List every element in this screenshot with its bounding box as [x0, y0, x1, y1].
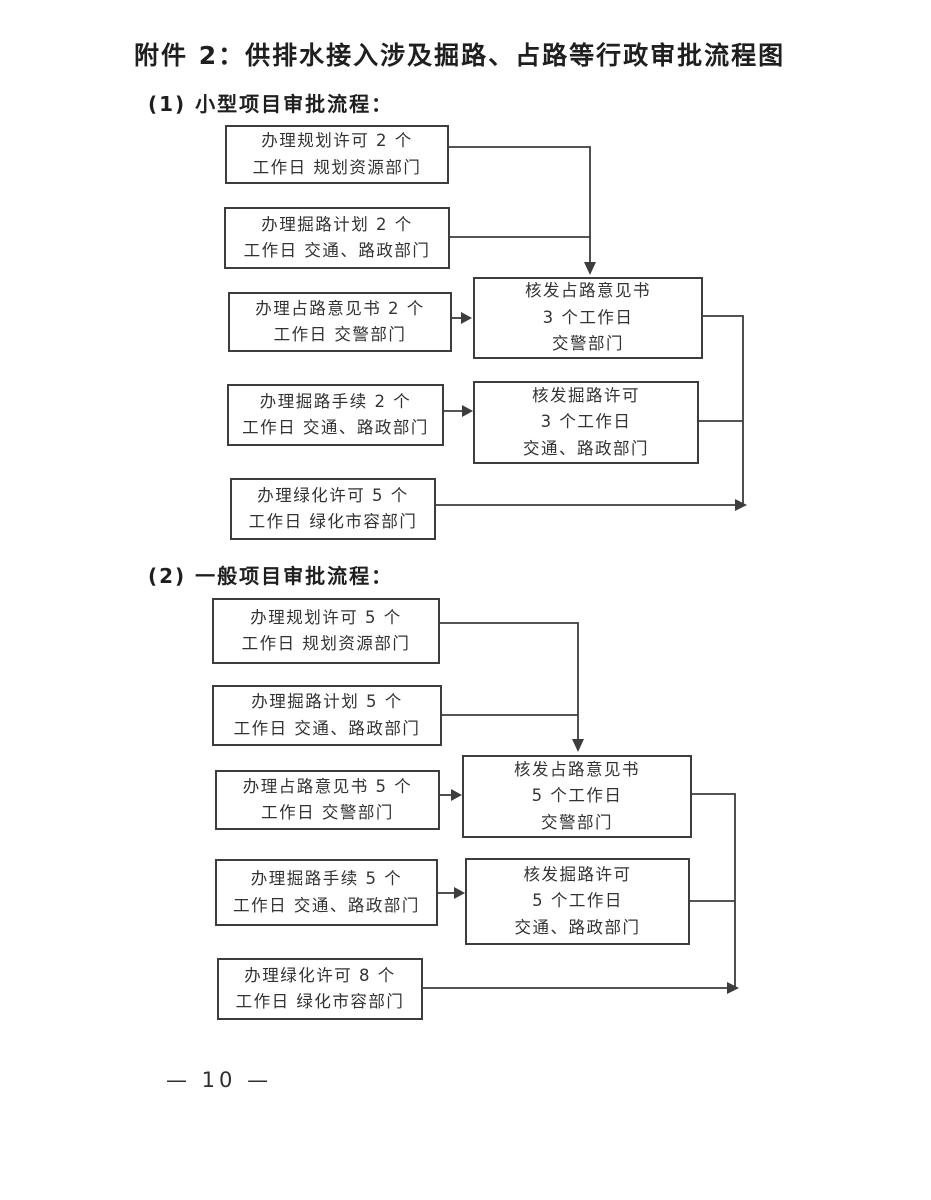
s2-arrowhead-merge-down — [572, 739, 584, 752]
s2-arrowhead-occupy-right — [451, 789, 462, 801]
s2-box-issue-occupy-opinion: 核发占路意见书 5 个工作日 交警部门 — [462, 755, 692, 838]
s2-connector-issueoccupy-to-rail — [692, 793, 736, 988]
s1-box-greening-permit: 办理绿化许可 5 个 工作日 绿化市容部门 — [230, 478, 436, 540]
s1-box-issue-dig-permit: 核发掘路许可 3 个工作日 交通、路政部门 — [473, 381, 699, 464]
s2-box-dig-plan: 办理掘路计划 5 个 工作日 交通、路政部门 — [212, 685, 442, 746]
page-number: — 10 — — [166, 1068, 273, 1092]
s2-arrowhead-digproc-right — [454, 887, 465, 899]
s2-box-greening-permit: 办理绿化许可 8 个 工作日 绿化市容部门 — [217, 958, 423, 1020]
s1-box-occupy-opinion: 办理占路意见书 2 个 工作日 交警部门 — [228, 292, 452, 352]
s1-arrowhead-occupy-right — [461, 312, 472, 324]
s2-box-occupy-opinion: 办理占路意见书 5 个 工作日 交警部门 — [215, 770, 440, 830]
s1-arrowhead-digproc-right — [462, 405, 473, 417]
s1-arrowhead-final-right — [735, 499, 747, 511]
s2-box-dig-procedure: 办理掘路手续 5 个 工作日 交通、路政部门 — [215, 859, 438, 926]
s2-box-issue-dig-permit: 核发掘路许可 5 个工作日 交通、路政部门 — [465, 858, 690, 945]
s1-box-dig-plan: 办理掘路计划 2 个 工作日 交通、路政部门 — [224, 207, 450, 269]
s1-box-issue-occupy-opinion: 核发占路意见书 3 个工作日 交警部门 — [473, 277, 703, 359]
s1-connector-plan-to-merge — [449, 146, 591, 263]
s2-arrowhead-final-right — [727, 982, 739, 994]
s1-connector-issueoccupy-to-rail — [703, 315, 744, 505]
s1-box-dig-procedure: 办理掘路手续 2 个 工作日 交通、路政部门 — [227, 384, 444, 446]
s1-box-plan-permit: 办理规划许可 2 个 工作日 规划资源部门 — [225, 125, 449, 184]
s2-box-plan-permit: 办理规划许可 5 个 工作日 规划资源部门 — [212, 598, 440, 664]
s1-arrowhead-merge-down — [584, 262, 596, 275]
page-title: 附件 2：供排水接入涉及掘路、占路等行政审批流程图 — [134, 41, 786, 70]
section2-heading: (2) 一般项目审批流程： — [148, 564, 394, 588]
s2-connector-plan-to-merge — [440, 622, 579, 740]
section1-heading: (1) 小型项目审批流程： — [148, 92, 394, 116]
